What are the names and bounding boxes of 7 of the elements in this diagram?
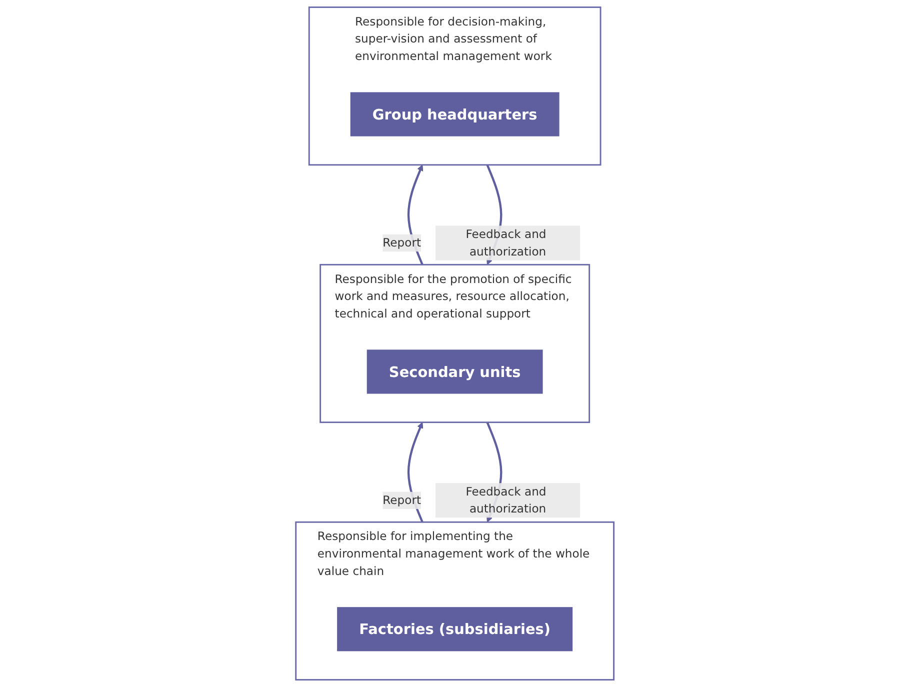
node-box: Factories (subsidiaries) <box>336 607 572 652</box>
edge-label: Report <box>382 236 421 250</box>
node-box: Group headquarters <box>350 92 559 136</box>
node-box: Secondary units <box>366 350 542 394</box>
edge-label: Report <box>382 493 421 507</box>
edge-label: Feedback and authorization <box>465 484 546 516</box>
edge-label: Feedback and authorization <box>465 227 546 258</box>
